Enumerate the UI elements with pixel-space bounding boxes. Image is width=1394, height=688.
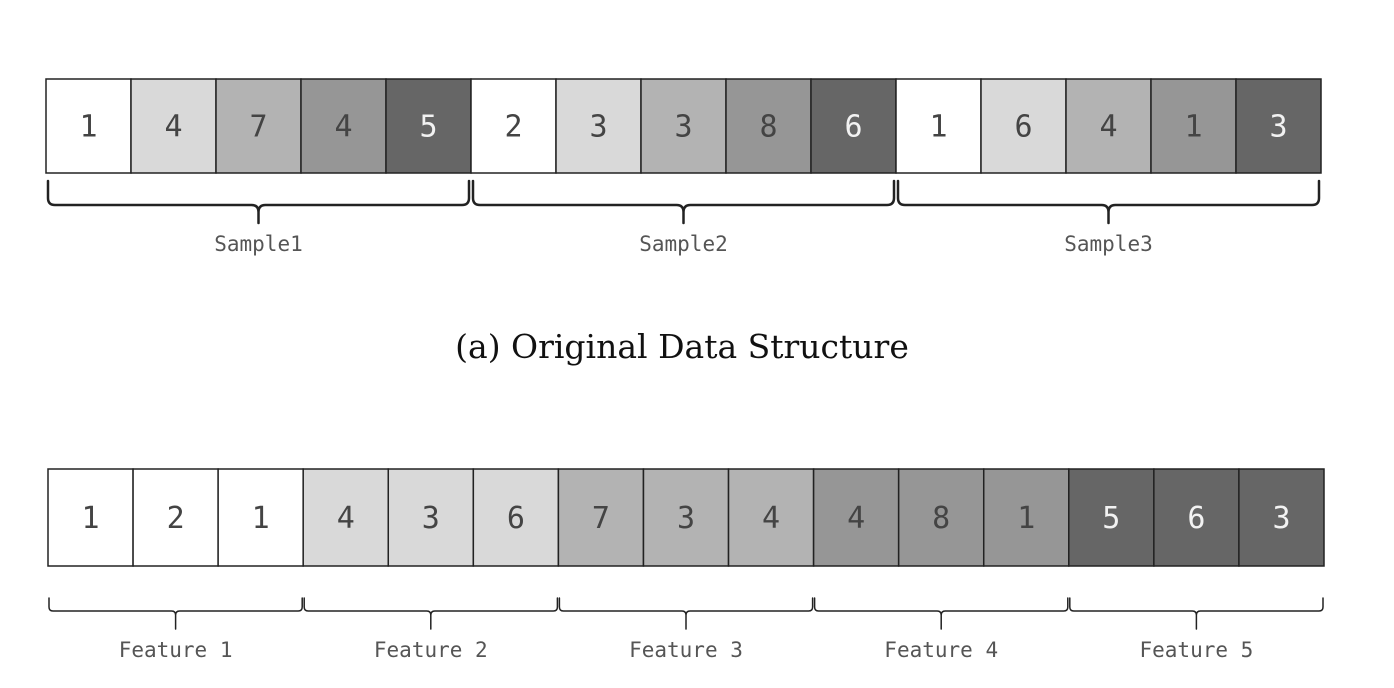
sample-cell [215,78,302,174]
feature-brace [813,597,1069,630]
bottom-strip: 1 2 1 4 3 6 7 3 4 4 8 1 5 6 3 [47,468,1325,567]
feature-group-label: Feature 2 [374,638,488,662]
sample-group-label: Sample1 [214,232,303,256]
sample-cell [980,78,1067,174]
sample-cell [1150,78,1237,174]
feature-cell-value: 1 [252,501,270,536]
feature-cell [47,468,134,567]
feature-cell [557,468,645,567]
sample-cell-value: 4 [334,110,352,145]
feature-cell-value: 1 [1017,501,1035,536]
feature-group-label: Feature 5 [1140,638,1254,662]
sample-cell-value: 2 [504,110,522,145]
sample-cell [45,78,132,174]
feature-cell-value: 2 [167,501,185,536]
sample-cell-value: 4 [164,110,182,145]
sample-cell [810,78,897,174]
top-strip: 1 4 7 4 5 2 3 3 8 6 1 6 4 1 3 [45,78,1322,174]
feature-cell-value: 6 [1187,501,1205,536]
feature-brace [48,597,303,630]
sample-brace [46,179,471,225]
feature-cell-value: 5 [1102,501,1120,536]
sample-cell-value: 4 [1099,110,1117,145]
sample-cell-value: 8 [759,110,777,145]
feature-cell-value: 8 [932,501,950,536]
sample-group-label: Sample2 [639,232,728,256]
feature-cell [472,468,560,567]
sample-cell-value: 1 [1184,110,1202,145]
sample-cell-value: 3 [589,110,607,145]
sample-cell [130,78,217,174]
feature-cell [217,468,304,567]
feature-group-label: Feature 1 [119,638,233,662]
sample-brace [471,179,896,225]
feature-cell [1238,468,1325,567]
sample-cell-value: 7 [249,110,267,145]
sample-cell-value: 1 [929,110,947,145]
feature-group-label: Feature 4 [884,638,998,662]
feature-brace [303,597,559,630]
feature-cell [132,468,219,567]
sample-cell [725,78,812,174]
feature-cell [1153,468,1240,567]
top-braces: Sample1 Sample2 Sample3 [46,179,1321,256]
sample-group-label: Sample3 [1064,232,1153,256]
feature-group-label: Feature 3 [629,638,743,662]
figure-caption: (a) Original Data Structure [455,327,909,366]
feature-cell [387,468,475,567]
sample-cell-value: 6 [844,110,862,145]
sample-brace [896,179,1321,225]
feature-cell-value: 3 [1272,501,1290,536]
feature-brace [1069,597,1324,630]
feature-cell-value: 1 [81,501,99,536]
sample-cell [555,78,642,174]
sample-cell-value: 3 [674,110,692,145]
sample-cell [385,78,472,174]
feature-cell [642,468,730,567]
sample-cell [640,78,727,174]
sample-cell-value: 5 [419,110,437,145]
feature-cell-value: 4 [847,501,865,536]
feature-cell [982,468,1070,567]
bottom-braces: Feature 1 Feature 2 Feature 3 Feature 4 Feat… [48,597,1324,662]
feature-cell [812,468,900,567]
feature-cell-value: 4 [762,501,780,536]
sample-cell [1235,78,1322,174]
sample-cell [470,78,557,174]
sample-cell-value: 3 [1269,110,1287,145]
feature-cell [1068,468,1155,567]
sample-cell-value: 1 [79,110,97,145]
sample-cell-value: 6 [1014,110,1032,145]
feature-cell-value: 3 [422,501,440,536]
feature-cell-value: 4 [337,501,355,536]
feature-brace [558,597,814,630]
sample-cell [1065,78,1152,174]
feature-cell-value: 6 [507,501,525,536]
feature-cell [302,468,390,567]
feature-cell-value: 7 [592,501,610,536]
feature-cell-value: 3 [677,501,695,536]
